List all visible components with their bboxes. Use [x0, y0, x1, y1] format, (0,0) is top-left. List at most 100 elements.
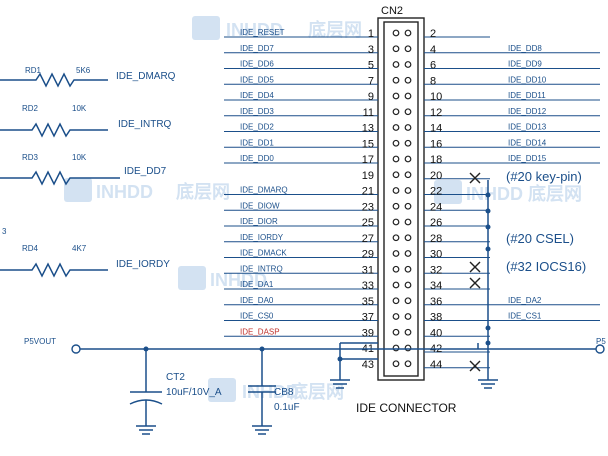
cb8-ref: CB8	[274, 387, 294, 398]
pin-contact	[404, 61, 412, 68]
pin-contact	[404, 313, 412, 320]
net-label: IDE_DASP	[240, 327, 280, 336]
pin-contact	[392, 108, 400, 116]
pin-contact	[404, 139, 412, 147]
pin-number: 24	[430, 201, 442, 213]
watermark-text-top: INHDD	[226, 20, 283, 40]
pin-number: 38	[430, 312, 442, 324]
pin-number: 4	[430, 44, 436, 56]
pin-contact	[392, 297, 400, 305]
pin-contact	[392, 218, 400, 226]
net-label: IDE_DD5	[240, 75, 274, 84]
net-label: IDE_DD13	[508, 123, 547, 132]
ct2-ref: CT2	[166, 372, 185, 383]
pin-number: 34	[430, 280, 442, 292]
watermark-logo-center: INHDD	[178, 266, 267, 290]
net-label: IDE_DD14	[508, 138, 547, 147]
pin-number: 31	[362, 264, 374, 276]
net-label: IDE_DD11	[508, 91, 546, 100]
net-label: IDE_CS1	[508, 312, 542, 321]
pin-number: 16	[430, 138, 442, 150]
pin-number: 15	[362, 138, 374, 150]
pin-number: 26	[430, 217, 442, 229]
pin-number: 29	[362, 249, 374, 261]
pin-contact	[392, 265, 400, 273]
pin-number: 37	[362, 312, 374, 324]
pin-number: 35	[362, 296, 374, 308]
pin-number: 25	[362, 217, 374, 229]
pin-contact	[392, 29, 400, 37]
cb8-value: 0.1uF	[274, 402, 300, 413]
pin-row-left-19: 19	[362, 170, 400, 182]
pin-row-right-32: 32	[404, 264, 490, 276]
ct2-value: 10uF/10V_A	[166, 387, 222, 398]
rd1-ref: RD1	[25, 66, 42, 75]
pin-row-right-28: 28	[404, 233, 490, 245]
watermark-logo-mid: INHDD 底层网	[64, 178, 230, 202]
rd3-value: 10K	[72, 153, 87, 162]
pin-row-right-24: 24	[404, 201, 490, 213]
pin-row-right-20: 20	[404, 170, 490, 182]
note-key-pin: (#20 key-pin)	[506, 169, 582, 184]
pin-row-right-22: 22	[404, 186, 490, 198]
pin-row-left-15: IDE_DD1 15	[224, 138, 400, 150]
pin-number: 28	[430, 233, 442, 245]
note-csel: (#20 CSEL)	[506, 231, 574, 246]
pin-number: 14	[430, 123, 442, 135]
pin-number: 13	[362, 123, 374, 135]
watermark-cjk-mid: 底层网	[176, 181, 230, 202]
pin-contact	[392, 92, 400, 100]
net-label: IDE_DD9	[508, 60, 542, 69]
net-label: IDE_DD3	[240, 107, 274, 116]
net-label: IDE_DMARQ	[240, 186, 288, 195]
net-label: IDE_INTRQ	[240, 264, 283, 273]
pin-row-left-31: IDE_INTRQ 31	[224, 264, 400, 276]
watermark-text-right: INHDD	[466, 184, 523, 204]
pin-contact	[392, 76, 400, 84]
pin-contact	[404, 76, 412, 84]
watermark-text-center: INHDD	[210, 270, 267, 290]
pin-number: 1	[368, 28, 374, 40]
pin-contact	[392, 187, 400, 194]
pin-contact	[392, 61, 400, 68]
pin-contact	[404, 108, 412, 116]
pin-contact	[404, 124, 412, 131]
connector-title: IDE CONNECTOR	[356, 401, 457, 415]
pin-number: 11	[363, 107, 374, 119]
net-label: IDE_DD15	[508, 154, 547, 163]
pin-contact	[404, 171, 412, 179]
pin-number: 12	[430, 107, 442, 119]
net-label: IDE_DD1	[240, 138, 274, 147]
pin-number: 7	[368, 75, 374, 87]
rd4-net: IDE_IORDY	[116, 259, 170, 270]
pin-row-right-14: IDE_DD13 14	[404, 123, 600, 135]
pin-row-right-34: 34	[404, 280, 490, 292]
watermark-logo-right: INHDD 底层网	[434, 180, 582, 204]
net-label: IDE_DA1	[240, 280, 274, 289]
pin-row-right-38: IDE_CS1 38	[404, 312, 600, 324]
resistor-rd3: RD3 10K IDE_DD7	[0, 153, 167, 186]
no-connect-pin32	[469, 261, 481, 273]
pin-contact	[404, 360, 412, 368]
pin-number: 33	[362, 280, 374, 292]
pin-contact	[392, 124, 400, 131]
pin-contact	[404, 45, 412, 53]
capacitor-cb8: CB8 0.1uF	[248, 349, 300, 435]
pin-contact	[404, 328, 412, 336]
pin-contact	[404, 29, 412, 37]
pin-number: 43	[362, 359, 374, 371]
pin-contact	[404, 234, 412, 242]
pin-number: 2	[430, 28, 436, 40]
